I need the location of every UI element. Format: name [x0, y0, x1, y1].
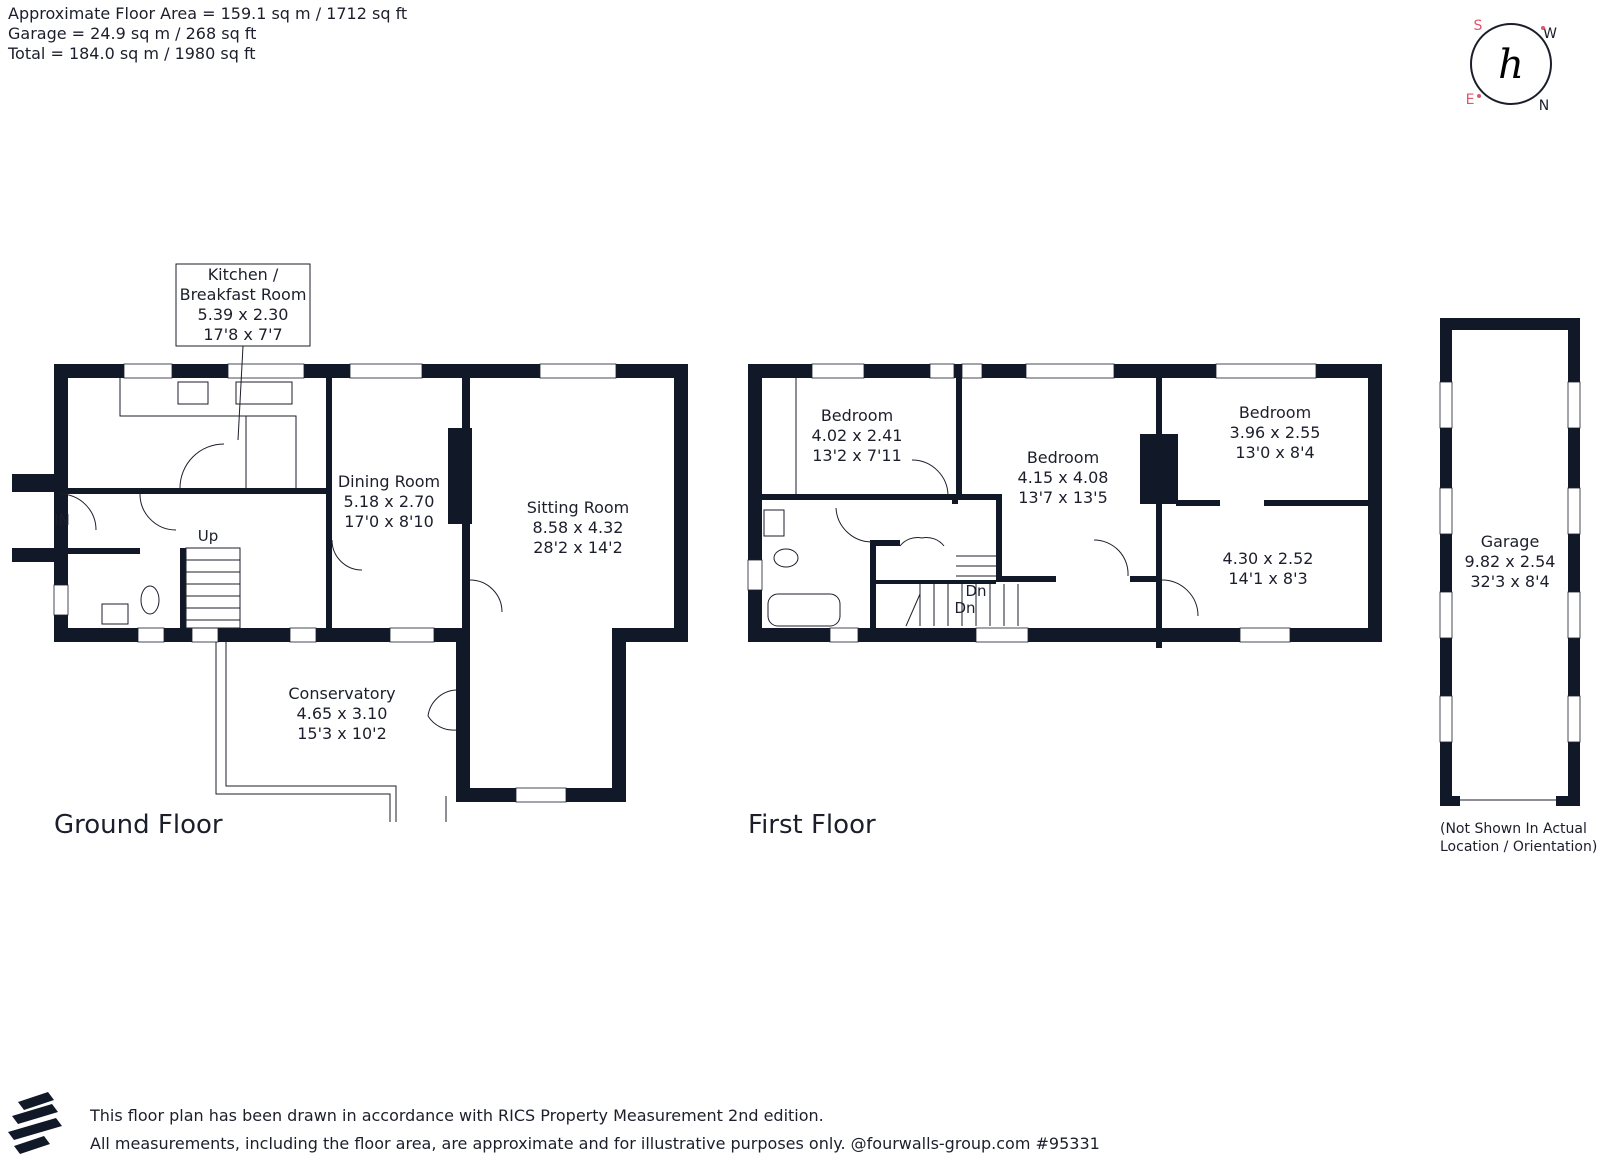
sitting-room-name: Sitting Room: [527, 498, 630, 517]
conservatory-name: Conservatory: [288, 684, 395, 703]
dining-room-imperial: 17'0 x 8'10: [344, 512, 434, 531]
fourwalls-logo-icon: [8, 1092, 62, 1154]
stairs-down-label-1: Dn: [965, 582, 986, 600]
bedroom2-name: Bedroom: [1027, 448, 1099, 467]
compass-ring: [1470, 23, 1552, 105]
ground-floor-plan: [12, 363, 688, 822]
bedroom1-name: Bedroom: [821, 406, 893, 425]
bedroom2-metric: 4.15 x 4.08: [1018, 468, 1109, 487]
bedroom3-metric: 3.96 x 2.55: [1230, 423, 1321, 442]
compass-north: N: [1539, 98, 1549, 114]
bedroom1-imperial: 13'2 x 7'11: [812, 446, 902, 465]
bedroom3-name: Bedroom: [1239, 403, 1311, 422]
room4-metric: 4.30 x 2.52: [1223, 549, 1314, 568]
conservatory-imperial: 15'3 x 10'2: [297, 724, 387, 743]
sitting-room-metric: 8.58 x 4.32: [533, 518, 624, 537]
dining-room-name: Dining Room: [338, 472, 440, 491]
ground-floor-stairs: [185, 547, 241, 629]
kitchen-name-line1: Kitchen /: [208, 265, 279, 284]
footer-rics-statement: This floor plan has been drawn in accord…: [90, 1106, 824, 1125]
compass-east: E: [1466, 92, 1475, 108]
footer-disclaimer: All measurements, including the floor ar…: [90, 1134, 1100, 1153]
garage-name: Garage: [1481, 532, 1540, 551]
room4-imperial: 14'1 x 8'3: [1228, 569, 1307, 588]
ground-floor-title: Ground Floor: [54, 810, 223, 840]
garage-imperial: 32'3 x 8'4: [1470, 572, 1549, 591]
total-area-text: Total = 184.0 sq m / 1980 sq ft: [8, 44, 256, 63]
dining-room-metric: 5.18 x 2.70: [344, 492, 435, 511]
bedroom2-imperial: 13'7 x 13'5: [1018, 488, 1108, 507]
bedroom3-imperial: 13'0 x 8'4: [1235, 443, 1314, 462]
first-floor-title: First Floor: [748, 810, 876, 840]
compass-south: S: [1474, 18, 1483, 34]
stairs-up-label: Up: [198, 527, 219, 545]
garage-note-line2: Location / Orientation): [1440, 839, 1598, 855]
garage-area-text: Garage = 24.9 sq m / 268 sq ft: [8, 24, 257, 43]
floor-area-text: Approximate Floor Area = 159.1 sq m / 17…: [8, 4, 408, 23]
garage-note-line1: (Not Shown In Actual: [1440, 821, 1587, 837]
stairs-down-label-2: Dn: [954, 599, 975, 617]
compass-logo: h S W E N: [1466, 18, 1558, 114]
first-floor-plan: [747, 363, 1382, 648]
first-floor-stairs: [905, 555, 1019, 627]
conservatory-metric: 4.65 x 3.10: [297, 704, 388, 723]
kitchen-name-line2: Breakfast Room: [180, 285, 307, 304]
kitchen-metric: 5.39 x 2.30: [198, 305, 289, 324]
compass-logo-letter: h: [1498, 42, 1524, 88]
sitting-room-imperial: 28'2 x 14'2: [533, 538, 623, 557]
garage-plan: [1439, 318, 1581, 806]
garage-metric: 9.82 x 2.54: [1465, 552, 1556, 571]
kitchen-imperial: 17'8 x 7'7: [203, 325, 282, 344]
kitchen-callout-box: [175, 263, 311, 347]
bedroom1-metric: 4.02 x 2.41: [812, 426, 903, 445]
entry-label: IN: [54, 511, 70, 529]
compass-west: W: [1543, 26, 1557, 42]
